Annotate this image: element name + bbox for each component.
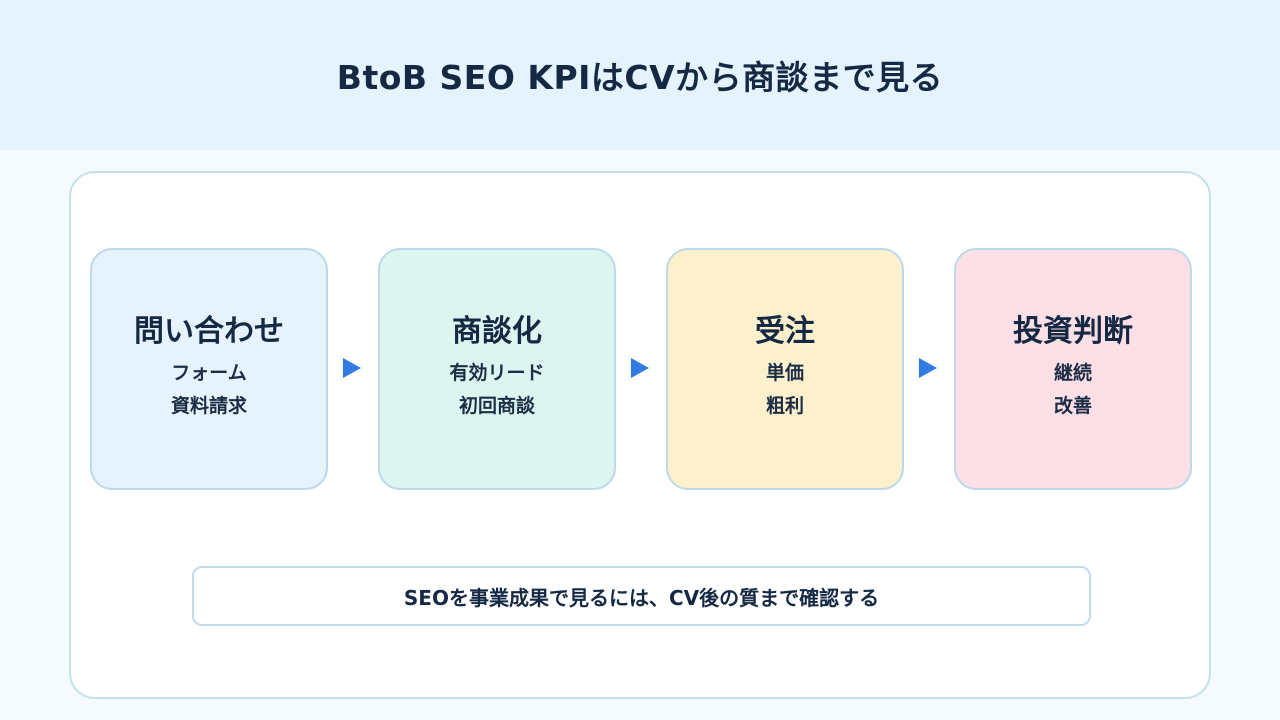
header: BtoB SEO KPIはCVから商談まで見る	[0, 0, 1280, 150]
step-title: 問い合わせ	[134, 313, 284, 349]
step-title: 受注	[755, 313, 815, 349]
step-detail: 有効リード	[449, 362, 545, 385]
step-card-inquiry: 問い合わせ フォーム 資料請求	[90, 248, 328, 490]
step-detail: 資料請求	[170, 395, 247, 418]
step-title: 商談化	[452, 313, 542, 349]
flow-panel: 問い合わせ フォーム 資料請求 商談化 有効リード 初回商談 受注 単価 粗利 …	[69, 171, 1211, 699]
step-detail: 継続	[1053, 362, 1092, 385]
step-card-deal: 商談化 有効リード 初回商談	[378, 248, 616, 490]
step-detail: 改善	[1053, 395, 1092, 418]
step-detail: 単価	[765, 362, 804, 385]
step-detail: 粗利	[765, 395, 804, 418]
arrow-right-icon	[343, 358, 361, 378]
step-card-order: 受注 単価 粗利	[666, 248, 904, 490]
arrow-right-icon	[919, 358, 937, 378]
arrow-right-icon	[631, 358, 649, 378]
step-detail: 初回商談	[458, 395, 535, 418]
page-title: BtoB SEO KPIはCVから商談まで見る	[336, 58, 944, 97]
step-card-investment: 投資判断 継続 改善	[954, 248, 1192, 490]
step-title: 投資判断	[1013, 313, 1133, 349]
step-detail: フォーム	[171, 362, 247, 385]
summary-note: SEOを事業成果で見るには、CV後の質まで確認する	[192, 566, 1091, 626]
